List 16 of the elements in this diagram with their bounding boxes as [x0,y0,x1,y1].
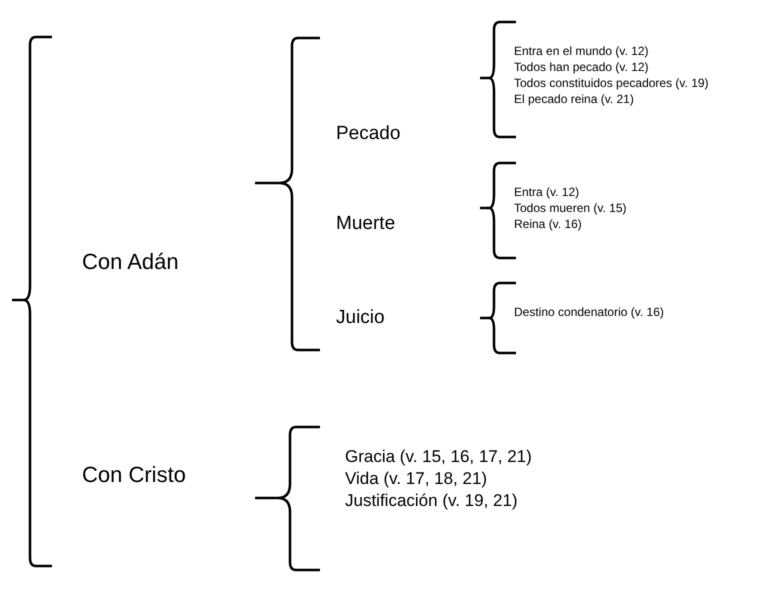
group-heading: Con Cristo [82,462,186,488]
list-item: Destino condenatorio (v. 16) [514,306,664,320]
list-item: Vida (v. 17, 18, 21) [345,468,488,488]
list-item: Entra (v. 12) [514,186,580,200]
group-heading: Muerte [336,212,396,234]
list-item: Entra en el mundo (v. 12) [514,44,649,59]
list-item: El pecado reina (v. 21) [514,92,634,107]
list-item: Todos constituidos pecadores (v. 19) [514,76,709,91]
group-heading: Pecado [336,122,400,144]
list-item: Todos han pecado (v. 12) [514,60,649,75]
group-heading: Juicio [336,306,385,328]
list-item: Gracia (v. 15, 16, 17, 21) [345,446,532,466]
list-item: Reina (v. 16) [514,218,582,232]
group-heading: Con Adán [82,248,179,274]
list-item: Todos mueren (v. 15) [514,202,626,216]
list-item: Justificación (v. 19, 21) [345,490,518,510]
